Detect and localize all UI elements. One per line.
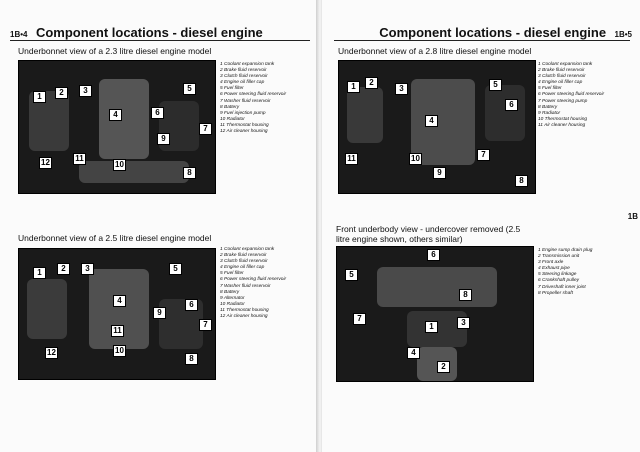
callout-tag: 5 (489, 79, 502, 91)
callout-tag: 7 (199, 123, 212, 135)
right-page: Component locations - diesel engine 1B•5… (322, 0, 640, 452)
figure-legend: 1 Coolant expansion tank 2 Brake fluid r… (220, 247, 287, 320)
header-rule (10, 40, 310, 41)
callout-tag: 4 (109, 109, 122, 121)
callout-tag: 3 (457, 317, 470, 329)
engine-photo-2-5: 1 2 3 4 5 6 7 8 9 10 11 12 (18, 248, 216, 380)
figure-caption: Underbonnet view of a 2.5 litre diesel e… (18, 233, 212, 243)
engine-photo-2-3: 1 2 3 4 5 6 7 8 9 10 11 12 (18, 60, 216, 194)
underbody-photo: 1 2 3 4 5 6 7 8 (336, 246, 534, 382)
callout-tag: 8 (183, 167, 196, 179)
callout-tag: 7 (199, 319, 212, 331)
callout-tag: 7 (353, 313, 366, 325)
callout-tag: 9 (153, 307, 166, 319)
callout-tag: 8 (459, 289, 472, 301)
callout-tag: 10 (113, 345, 126, 357)
callout-tag: 1 (33, 91, 46, 103)
callout-tag: 1 (33, 267, 46, 279)
callout-tag: 10 (409, 153, 422, 165)
callout-tag: 11 (73, 153, 86, 165)
callout-tag: 1 (347, 81, 360, 93)
header-rule (334, 40, 630, 41)
engine-photo-2-8: 1 2 3 4 5 6 7 8 9 10 11 (338, 60, 536, 194)
figure-legend: 1 Coolant expansion tank 2 Brake fluid r… (538, 62, 605, 128)
right-page-header: Component locations - diesel engine 1B•5 (379, 24, 632, 42)
callout-tag: 11 (345, 153, 358, 165)
callout-tag: 4 (425, 115, 438, 127)
callout-tag: 6 (185, 299, 198, 311)
figure-caption: Front underbody view - undercover remove… (336, 224, 521, 244)
callout-tag: 6 (151, 107, 164, 119)
left-page: 1B•4 Component locations - diesel engine… (0, 0, 318, 452)
callout-tag: 2 (437, 361, 450, 373)
callout-tag: 9 (433, 167, 446, 179)
callout-tag: 3 (79, 85, 92, 97)
callout-tag: 3 (395, 83, 408, 95)
callout-tag: 1 (425, 321, 438, 333)
callout-tag: 2 (57, 263, 70, 275)
book-gutter (316, 0, 324, 452)
callout-tag: 9 (157, 133, 170, 145)
callout-tag: 12 (45, 347, 58, 359)
callout-tag: 8 (515, 175, 528, 187)
callout-tag: 8 (185, 353, 198, 365)
callout-tag: 6 (427, 249, 440, 261)
callout-tag: 4 (407, 347, 420, 359)
callout-tag: 5 (183, 83, 196, 95)
page-number: 1B•5 (614, 30, 632, 39)
callout-tag: 4 (113, 295, 126, 307)
callout-tag: 12 (39, 157, 52, 169)
callout-tag: 10 (113, 159, 126, 171)
callout-tag: 2 (55, 87, 68, 99)
figure-legend: 1 Engine sump drain plug 2 Transmission … (538, 248, 593, 296)
callout-tag: 5 (169, 263, 182, 275)
callout-tag: 5 (345, 269, 358, 281)
figure-caption: Underbonnet view of a 2.3 litre diesel e… (18, 46, 212, 56)
callout-tag: 3 (81, 263, 94, 275)
callout-tag: 7 (477, 149, 490, 161)
left-page-header: 1B•4 Component locations - diesel engine (10, 24, 263, 42)
page-number: 1B•4 (10, 30, 28, 39)
page-title: Component locations - diesel engine (379, 25, 607, 40)
figure-legend: 1 Coolant expansion tank 2 Brake fluid r… (220, 62, 287, 135)
page-title: Component locations - diesel engine (35, 25, 263, 40)
callout-tag: 2 (365, 77, 378, 89)
figure-caption: Underbonnet view of a 2.8 litre diesel e… (338, 46, 532, 56)
callout-tag: 11 (111, 325, 124, 337)
section-edge-tab: 1B (627, 212, 638, 221)
callout-tag: 6 (505, 99, 518, 111)
